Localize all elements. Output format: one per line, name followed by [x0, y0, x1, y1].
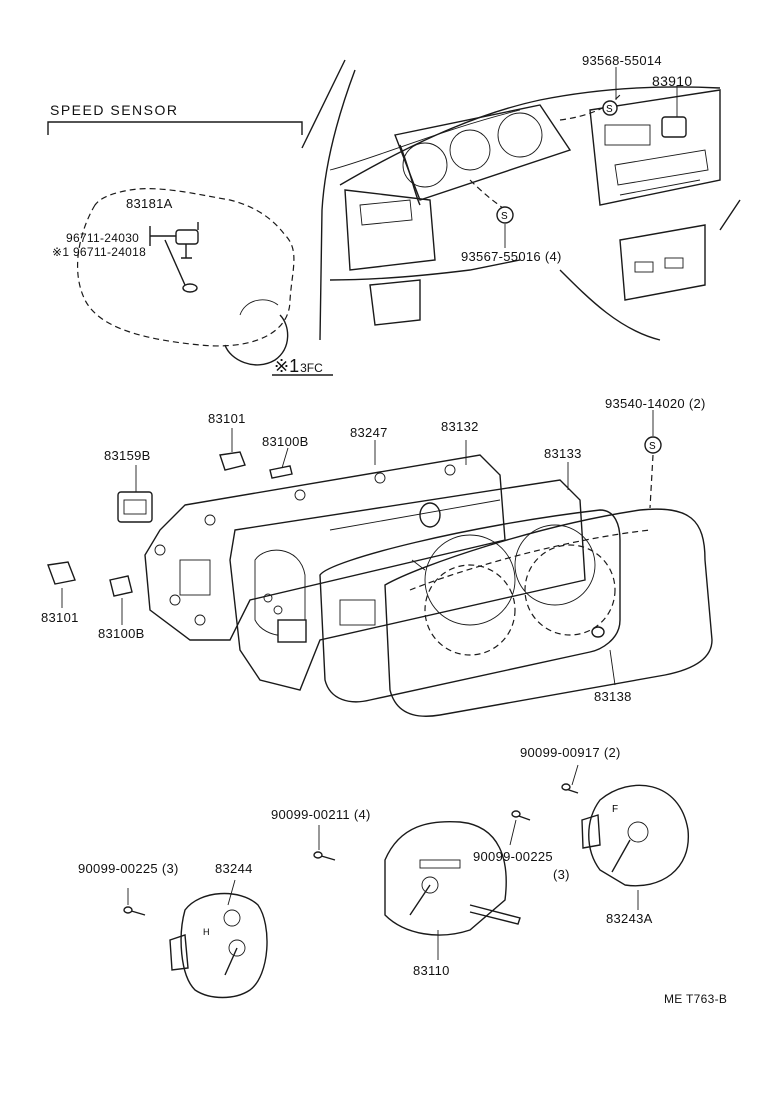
part-label-90099-00225-left: 90099-00225 (3) [78, 861, 179, 876]
svg-text:H: H [203, 927, 210, 937]
speed-sensor-bracket [47, 59, 346, 149]
part-label-90099-00225-right: 90099-00225 [473, 849, 553, 864]
screw-90099-00225-left [123, 906, 146, 916]
part-label-83132: 83132 [441, 419, 479, 434]
screw-90099-00917 [561, 783, 579, 794]
cluster-printed-circuit [144, 454, 506, 641]
part-label-83159b: 83159B [104, 448, 151, 463]
note-mark-symbol: ※1 [274, 356, 300, 376]
part-label-83247: 83247 [350, 425, 388, 440]
socket-83101-top [219, 451, 246, 471]
svg-text:S: S [649, 441, 656, 452]
svg-text:F: F [612, 804, 618, 815]
diagram-reference-code: ME T763-B [664, 992, 728, 1006]
part-label-83100b-top: 83100B [262, 434, 309, 449]
screw-symbol-right: S [644, 436, 662, 454]
screw-symbol-mid: S [496, 206, 514, 224]
connector-83159b [117, 491, 153, 523]
part-label-90099-00211: 90099-00211 (4) [271, 807, 371, 822]
screw-90099-00211 [313, 851, 336, 861]
part-label-83138: 83138 [594, 689, 632, 704]
part-label-96711-24030: 96711-24030 [66, 231, 140, 245]
screw-symbol-top: S [602, 100, 618, 116]
bulb-83100b-bottom [109, 575, 133, 597]
part-label-93568-55014: 93568-55014 [582, 53, 662, 68]
part-label-83101-bottom: 83101 [41, 610, 79, 625]
screw-90099-00225-right [511, 810, 531, 821]
cluster-gauge-plate [319, 509, 621, 703]
part-label-83101-top: 83101 [208, 411, 246, 426]
part-label-93567-55016: 93567-55016 (4) [461, 249, 562, 264]
part-label-83133: 83133 [544, 446, 582, 461]
cluster-glass [384, 508, 713, 717]
part-label-83244: 83244 [215, 861, 253, 876]
note-mark: ※13FC [274, 356, 323, 377]
part-label-83100b-bottom: 83100B [98, 626, 145, 641]
note-mark-code: 3FC [300, 361, 323, 375]
speedometer-83110 [384, 820, 521, 936]
part-label-83110: 83110 [413, 963, 450, 978]
speed-sensor-title: SPEED SENSOR [50, 102, 179, 118]
part-label-96711-24018: ※1 96711-24018 [52, 245, 147, 259]
fuel-gauge-83243a: F [581, 784, 689, 887]
part-label-90099-00917: 90099-00917 (2) [520, 745, 621, 760]
transmission-illustration [76, 188, 295, 366]
part-label-83910: 83910 [652, 73, 693, 89]
bulb-83100b-top [269, 465, 293, 479]
part-label-83181a: 83181A [126, 196, 173, 211]
part-label-90099-00225-right-qty: (3) [553, 867, 570, 882]
svg-text:S: S [606, 104, 613, 115]
socket-83101-bottom [47, 561, 76, 585]
dashboard-illustration [319, 69, 741, 341]
svg-text:S: S [501, 211, 508, 222]
part-label-83243a: 83243A [606, 911, 653, 926]
cluster-case-back [229, 479, 586, 691]
temperature-gauge-83244: H [169, 892, 268, 999]
part-label-93540-14020: 93540-14020 (2) [605, 396, 706, 411]
